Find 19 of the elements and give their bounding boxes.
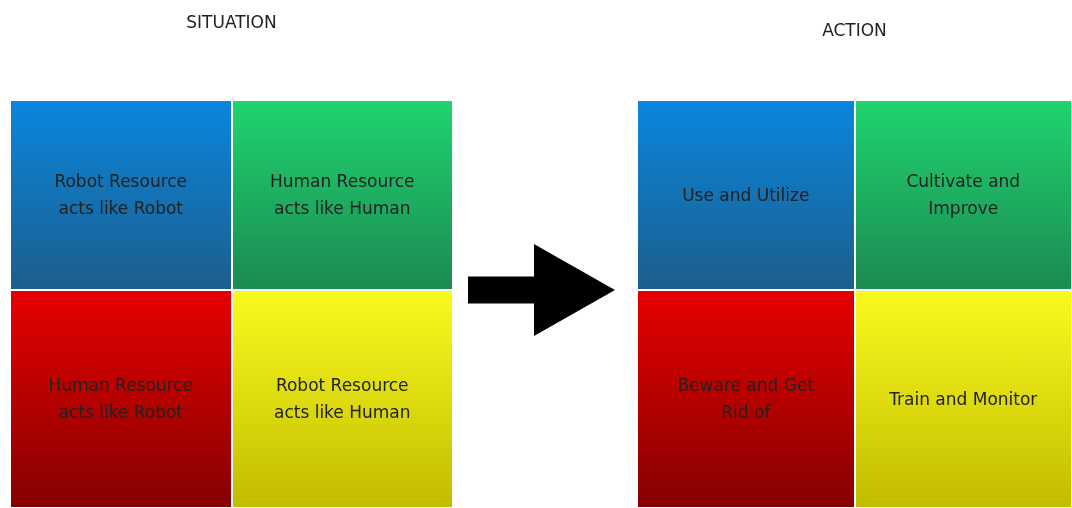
cell-text: Human Resource acts like Robot xyxy=(47,374,195,424)
block-arrow xyxy=(468,244,615,336)
cell-text: Use and Utilize xyxy=(682,183,810,207)
group-heading: SITUATION xyxy=(186,12,277,32)
quadrant-cell xyxy=(10,100,232,290)
cell-text: Cultivate and Improve xyxy=(905,170,1022,220)
cell-text: Human Resource acts like Human xyxy=(268,170,416,220)
quadrant-cell xyxy=(637,100,855,290)
quadrant-cell xyxy=(231,290,453,508)
quadrant-cell xyxy=(637,290,855,508)
cell-text: Robot Resource acts like Robot xyxy=(53,170,189,220)
quadrant-cell xyxy=(231,100,453,290)
cell-text: Robot Resource acts like Human xyxy=(272,374,412,424)
cell-text: Train and Monitor xyxy=(889,387,1038,411)
quadrant-cell xyxy=(10,290,232,508)
quadrant-cell xyxy=(854,100,1072,290)
group-heading: ACTION xyxy=(822,20,887,40)
quadrant-cell xyxy=(854,290,1072,508)
cell-text: Beware and Get Rid of xyxy=(676,374,816,424)
